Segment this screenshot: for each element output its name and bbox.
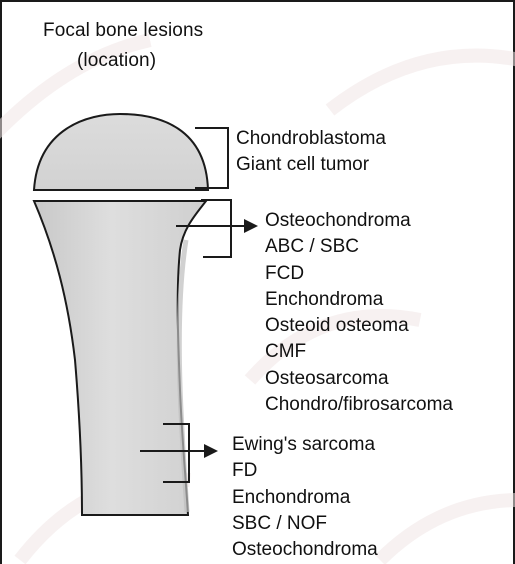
lesion-item: CMF [265, 339, 453, 365]
bracket-metaphysis [201, 200, 231, 257]
lesion-item: Osteosarcoma [265, 366, 453, 392]
lesion-item: Enchondroma [265, 287, 453, 313]
lesion-item: Giant cell tumor [236, 152, 386, 178]
epiphysis-lesion-list: Chondroblastoma Giant cell tumor [236, 126, 386, 178]
lesion-item: FCD [265, 261, 453, 287]
lesion-item: Chondroblastoma [236, 126, 386, 152]
lesion-item: Enchondroma [232, 485, 378, 511]
diaphysis-lesion-list: Ewing's sarcoma FD Enchondroma SBC / NOF… [232, 432, 378, 563]
diagram-title-line2: (location) [77, 50, 156, 72]
lesion-item: Osteoid osteoma [265, 313, 453, 339]
lesion-item: FD [232, 458, 378, 484]
epiphysis-cap [34, 114, 208, 190]
arrow-head-diaphysis [204, 444, 218, 458]
lesion-item: ABC / SBC [265, 234, 453, 260]
lesion-item: Ewing's sarcoma [232, 432, 378, 458]
lesion-item: Osteochondroma [265, 208, 453, 234]
diagram-title-line1: Focal bone lesions [43, 20, 203, 42]
lesion-item: Osteochondroma [232, 537, 378, 563]
metaphysis-lesion-list: Osteochondroma ABC / SBC FCD Enchondroma… [265, 208, 453, 418]
lesion-item: SBC / NOF [232, 511, 378, 537]
lesion-item: Chondro/fibrosarcoma [265, 392, 453, 418]
arrow-head-metaphysis [244, 219, 258, 233]
